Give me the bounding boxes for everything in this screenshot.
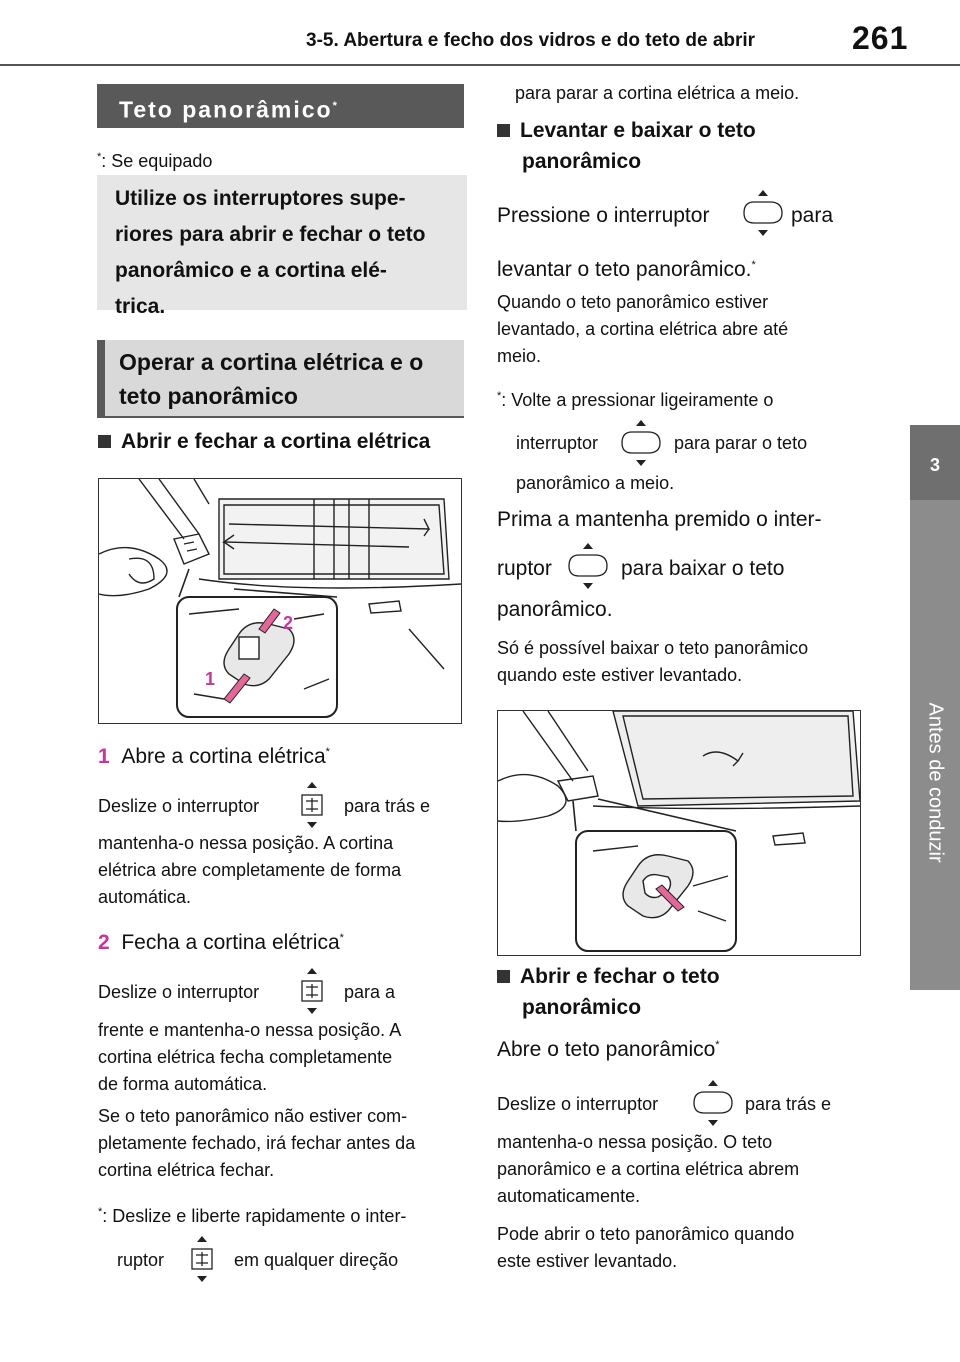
tilt-footnote-cont: interruptor bbox=[516, 433, 599, 453]
chapter-side-tab bbox=[910, 425, 960, 990]
callout-2: 2 bbox=[283, 613, 293, 633]
step-1-title: 1 Abre a cortina elétrica* bbox=[98, 745, 330, 768]
tilt-footnote: *: Volte a pressionar ligeiramente o bbox=[497, 390, 774, 410]
shade-switch-icon bbox=[301, 782, 323, 828]
open-roof-instruction-end: para trás e bbox=[745, 1094, 832, 1114]
page-number: 261 bbox=[852, 20, 909, 56]
intro-box: Utilize os interruptores supe- riores pa… bbox=[97, 175, 467, 318]
tilt-instruction-end: levantar o teto panorâmico.* bbox=[497, 258, 756, 281]
topic-heading: Levantar e baixar o teto panorâmico bbox=[497, 115, 756, 177]
tilt-switch-icon bbox=[693, 1080, 733, 1126]
panoramic-roof-illustration bbox=[497, 710, 861, 952]
step-2-instruction: Deslize o interruptor bbox=[98, 982, 260, 1002]
tilt-instruction-mid: para bbox=[791, 204, 834, 227]
power-shade-illustration: 2 1 bbox=[98, 478, 462, 718]
step-2-title: 2 Fecha a cortina elétrica* bbox=[98, 931, 344, 954]
illustration-panoramic-roof bbox=[497, 710, 861, 956]
tilt-footnote-last: panorâmico a meio. bbox=[516, 473, 675, 493]
section-title: 3-5. Abertura e fecho dos vidros e do te… bbox=[306, 30, 756, 51]
step-1-instruction: Deslize o interruptor bbox=[98, 796, 260, 816]
footnote: *: Deslize e liberte rapidamente o inter… bbox=[98, 1206, 407, 1226]
open-roof-note: Pode abrir o teto panorâmico quando este… bbox=[497, 1224, 795, 1271]
step-2-note: Se o teto panorâmico não estiver com- pl… bbox=[98, 1106, 416, 1180]
chapter-number: 3 bbox=[910, 425, 960, 500]
lower-note: Só é possível baixar o teto panorâmico q… bbox=[497, 638, 809, 685]
topic-heading: Abrir e fechar a cortina elétrica bbox=[98, 430, 430, 454]
header-rule bbox=[0, 64, 960, 66]
step-2-instruction-end: para a bbox=[344, 982, 396, 1002]
equipped-note: *: Se equipado bbox=[97, 151, 213, 171]
lower-instruction: Prima a mantenha premido o inter- bbox=[497, 508, 822, 531]
lower-instruction-end: panorâmico. bbox=[497, 598, 613, 621]
lower-instruction-cont-end: para baixar o teto bbox=[621, 557, 785, 580]
shade-switch-icon bbox=[191, 1236, 213, 1282]
illustration-power-shade: 2 1 bbox=[98, 478, 462, 724]
open-roof-title: Abre o teto panorâmico* bbox=[497, 1038, 720, 1061]
footnote-cont-end: em qualquer direção bbox=[234, 1250, 399, 1270]
square-bullet-icon bbox=[497, 970, 510, 983]
subsection-rule bbox=[97, 416, 464, 418]
open-roof-instruction: Deslize o interruptor bbox=[497, 1094, 659, 1114]
lower-instruction-cont: ruptor bbox=[497, 557, 552, 580]
callout-1: 1 bbox=[205, 669, 215, 689]
section-heading: Teto panorâmico* bbox=[97, 84, 464, 128]
footnote-cont: ruptor bbox=[117, 1250, 165, 1270]
shade-switch-icon bbox=[301, 968, 323, 1014]
continued-line: para parar a cortina elétrica a meio. bbox=[515, 83, 800, 103]
step-1-body: mantenha-o nessa posição. A cortina elét… bbox=[98, 833, 402, 907]
tilt-switch-icon bbox=[743, 190, 783, 236]
tilt-instruction: Pressione o interruptor bbox=[497, 204, 710, 227]
subsection-heading: Operar a cortina elétrica e o teto panor… bbox=[97, 340, 464, 417]
topic-heading: Abrir e fechar o teto panorâmico bbox=[497, 961, 720, 1023]
chapter-title: Antes de conduzir bbox=[924, 703, 947, 863]
step-1-instruction-end: para trás e bbox=[344, 796, 431, 816]
tilt-footnote-cont-end: para parar o teto bbox=[674, 433, 808, 453]
square-bullet-icon bbox=[98, 435, 111, 448]
step-2-body: frente e mantenha-o nessa posição. A cor… bbox=[98, 1020, 402, 1094]
tilt-switch-icon bbox=[621, 420, 661, 466]
tilt-note: Quando o teto panorâmico estiver levanta… bbox=[497, 292, 789, 366]
square-bullet-icon bbox=[497, 124, 510, 137]
open-roof-body: mantenha-o nessa posição. O teto panorâm… bbox=[497, 1132, 800, 1206]
tilt-switch-icon bbox=[568, 543, 608, 589]
